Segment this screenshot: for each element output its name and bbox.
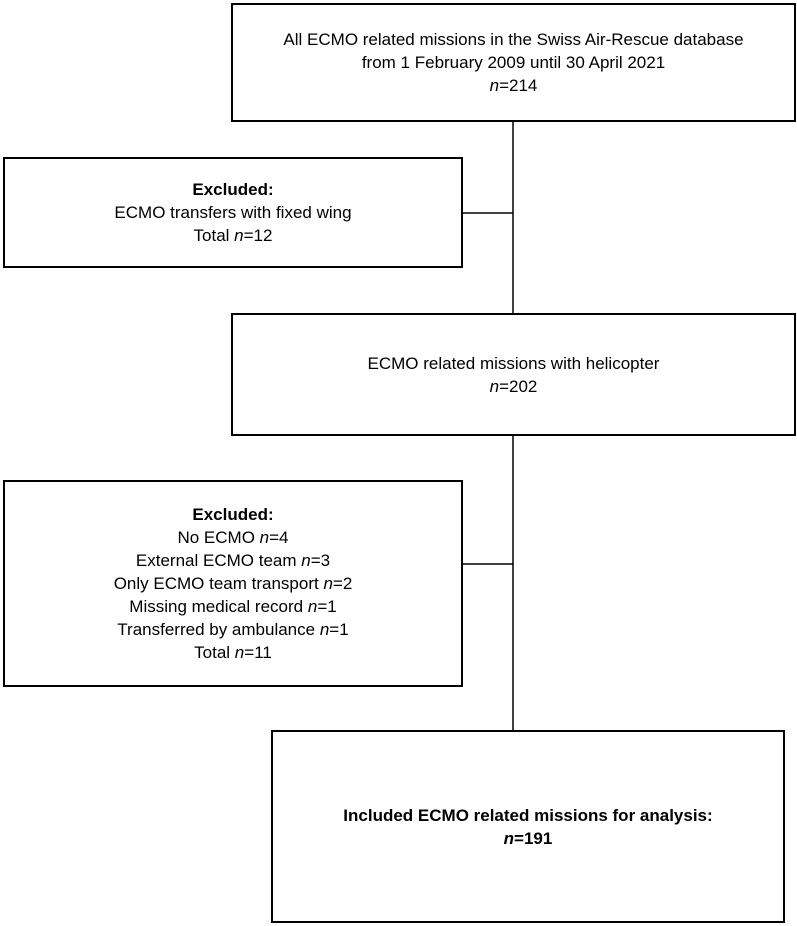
n-label: n [234,226,244,245]
excluded-fixed-wing-box: Excluded: ECMO transfers with fixed wing… [3,157,463,268]
total-prefix: Total [193,226,235,245]
included-missions-box: Included ECMO related missions for analy… [271,730,785,923]
included-missions-line1: Included ECMO related missions for analy… [343,805,713,825]
excluded-heading: Excluded: [192,505,274,524]
all-missions-line2: from 1 February 2009 until 30 April 2021 [361,53,666,72]
n-label: n [301,551,311,570]
n-label: n [259,528,270,547]
reason-text: No ECMO [177,528,260,547]
n-label: n [489,376,500,396]
n-label: n [319,620,330,639]
total-prefix: Total [194,643,235,662]
exclusion-reason-item: Missing medical record n=1 [129,595,336,618]
n-value: =191 [514,828,553,848]
n-label: n [323,574,333,593]
excluded-heading: Excluded: [192,180,274,199]
n-value: =1 [317,597,337,616]
helicopter-missions-line1: ECMO related missions with helicopter [367,353,660,373]
exclusion-reason-item: Only ECMO team transport n=2 [114,572,353,595]
n-value: =12 [243,226,273,245]
excluded-fixed-wing-reason: ECMO transfers with fixed wing [114,203,352,222]
n-value: =1 [329,620,349,639]
helicopter-missions-count: n=202 [490,375,538,398]
n-value: =4 [269,528,289,547]
n-label: n [503,828,515,848]
n-label: n [307,597,318,616]
excluded-fixed-wing-total: Total n=12 [194,224,273,247]
helicopter-missions-box: ECMO related missions with helicopter n=… [231,313,796,436]
all-missions-line1: All ECMO related missions in the Swiss A… [283,30,744,49]
n-value: =11 [244,643,272,662]
all-missions-count: n=214 [490,74,538,97]
reason-text: Missing medical record [129,597,308,616]
reason-text: External ECMO team [135,551,302,570]
n-value: =202 [499,376,538,396]
n-value: =3 [310,551,331,570]
excluded-helicopter-total: Total n=11 [194,641,272,664]
included-missions-count: n=191 [504,827,553,850]
n-label: n [234,643,245,662]
exclusion-reason-item: No ECMO n=4 [177,526,288,549]
n-value: =214 [499,76,538,95]
exclusion-reason-item: External ECMO team n=3 [136,549,330,572]
n-value: =2 [332,574,353,593]
reason-text: Transferred by ambulance [117,620,320,639]
n-label: n [489,76,500,95]
excluded-helicopter-box: Excluded: No ECMO n=4 External ECMO team… [3,480,463,687]
all-missions-box: All ECMO related missions in the Swiss A… [231,3,796,122]
reason-text: Only ECMO team transport [113,574,324,593]
exclusion-reason-item: Transferred by ambulance n=1 [117,618,348,641]
